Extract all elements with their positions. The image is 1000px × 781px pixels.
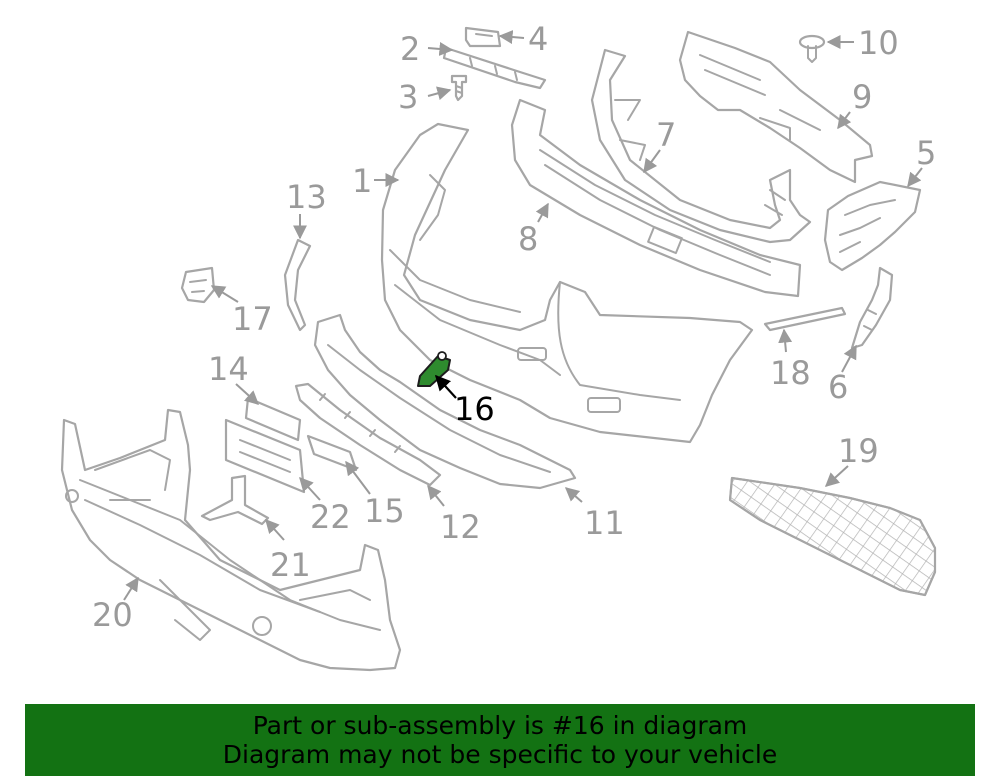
part-21-bracket	[200, 474, 270, 526]
callout-9: 9	[852, 78, 872, 116]
part-4-clip	[464, 26, 502, 48]
callout-18: 18	[770, 354, 811, 392]
part-10-push-pin	[798, 34, 826, 63]
banner-line-2: Diagram may not be specific to your vehi…	[222, 740, 778, 769]
part-3-screw	[450, 74, 468, 102]
callout-16-highlighted: 16	[454, 390, 495, 428]
leader-lines	[123, 30, 923, 601]
part-19-grille-mesh	[728, 476, 937, 597]
callout-13: 13	[286, 178, 327, 216]
callout-22: 22	[310, 498, 351, 536]
part-13-side-trim	[283, 238, 312, 332]
part-2-strip	[442, 46, 547, 90]
callout-10: 10	[858, 24, 899, 62]
callout-14: 14	[208, 350, 249, 388]
info-banner: Part or sub-assembly is #16 in diagram D…	[25, 704, 975, 776]
part-12-lower-trim	[294, 382, 442, 487]
banner-line-1: Part or sub-assembly is #16 in diagram	[252, 711, 748, 740]
part-1-bumper-cover	[380, 122, 754, 444]
callout-7: 7	[656, 116, 676, 154]
callout-17: 17	[232, 300, 273, 338]
part-14-bracket	[244, 396, 302, 442]
callout-5: 5	[916, 134, 936, 172]
parts-diagram: 1 2 3 4 5 6 7 8 9 10 11 12 13 14 15 16 1…	[60, 20, 937, 672]
part-20-lower-carrier	[60, 408, 402, 672]
part-7-reinforcement	[590, 48, 812, 244]
callout-1: 1	[352, 162, 372, 200]
callout-3: 3	[398, 78, 418, 116]
part-18-strip	[763, 306, 847, 332]
callout-11: 11	[584, 504, 625, 542]
callout-labels: 1 2 3 4 5 6 7 8 9 10 11 12 13 14 15 16 1…	[92, 20, 936, 634]
part-6-bracket	[850, 266, 894, 350]
part-16-highlighted-bracket	[417, 351, 451, 387]
callout-12: 12	[440, 508, 481, 546]
part-8-grille-carrier	[510, 98, 802, 298]
callout-20: 20	[92, 596, 133, 634]
callout-19: 19	[838, 432, 879, 470]
callout-21: 21	[270, 546, 311, 584]
part-11-lower-spoiler	[313, 313, 577, 490]
part-9-upper-support	[678, 30, 874, 184]
callout-15: 15	[364, 492, 405, 530]
callout-8: 8	[518, 220, 538, 258]
part-5-side-bracket	[823, 180, 922, 272]
callout-6: 6	[828, 368, 848, 406]
callout-2: 2	[400, 30, 420, 68]
part-17-clip	[180, 266, 216, 304]
callout-4: 4	[528, 20, 548, 58]
